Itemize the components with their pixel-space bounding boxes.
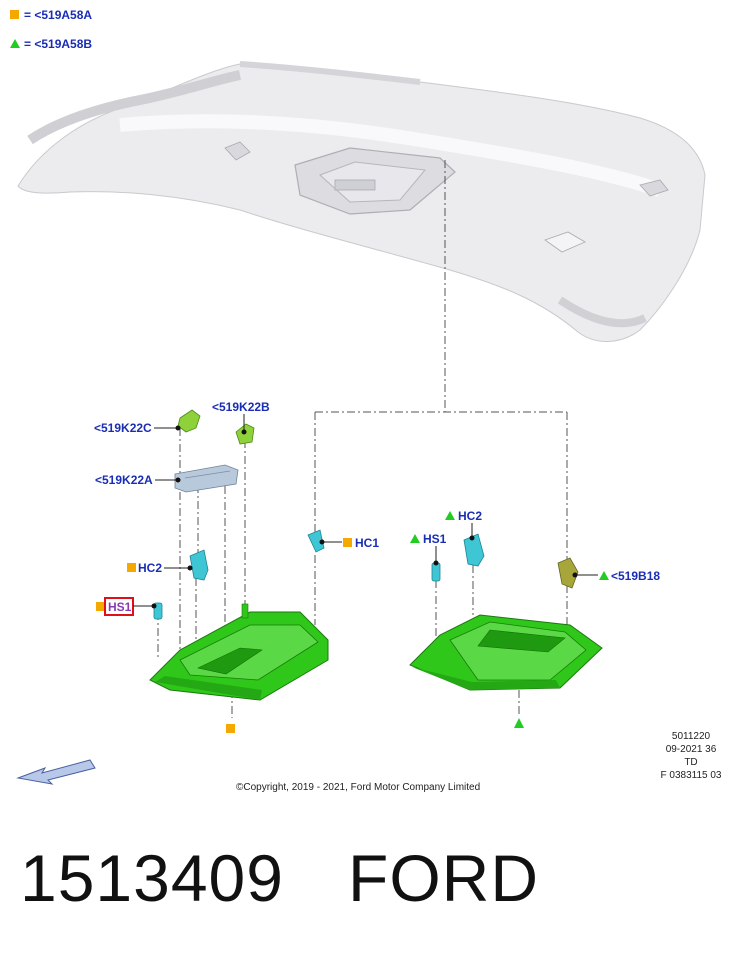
callout-k22a: <519K22A — [95, 473, 181, 487]
clip-519k22c — [177, 409, 201, 433]
front-direction-arrow-icon — [16, 759, 96, 785]
legend-square-marker — [10, 10, 19, 19]
bracket-519b18 — [557, 557, 579, 589]
callout-hc2-left-label: HC2 — [138, 561, 162, 575]
ref-line-2: 09-2021 36 — [665, 744, 717, 755]
bracket-519k22a — [174, 464, 239, 493]
callout-hs1-right: HS1 — [410, 532, 447, 566]
brand-name: FORD — [348, 841, 539, 915]
legend-triangle-marker — [10, 39, 20, 48]
ref-line-4: F 0383115 03 — [660, 770, 722, 781]
callout-b18-label: <519B18 — [611, 569, 660, 583]
square-marker — [127, 563, 136, 572]
square-marker-left-console — [226, 724, 235, 733]
callout-hs1-left: HS1 — [96, 597, 157, 616]
parts-diagram: = <519A58A = <519A58B — [10, 8, 706, 785]
clip-hc2-right — [463, 533, 485, 567]
clip-hc2-left — [189, 549, 209, 581]
screw-hs1-right — [431, 562, 441, 582]
legend-square-label: = <519A58A — [24, 8, 92, 22]
triangle-marker — [445, 511, 455, 520]
callout-k22c: <519K22C — [94, 421, 181, 435]
callout-hs1-right-label: HS1 — [423, 532, 447, 546]
callout-k22c-label: <519K22C — [94, 421, 152, 435]
callout-k22b: <519K22B — [212, 400, 270, 435]
ref-line-3: TD — [684, 757, 698, 768]
ref-line-1: 5011220 — [671, 731, 711, 742]
headliner-illustration — [17, 61, 706, 342]
part-number: 1513409 — [20, 841, 284, 915]
square-marker — [343, 538, 352, 547]
square-marker — [96, 602, 105, 611]
callout-b18: <519B18 — [572, 569, 660, 583]
overhead-console-left — [149, 603, 329, 701]
clip-hc1 — [307, 529, 325, 553]
legend: = <519A58A = <519A58B — [10, 8, 92, 51]
callout-hc2-left: HC2 — [127, 561, 193, 575]
callout-k22b-label: <519K22B — [212, 400, 270, 414]
callout-hc2-right: HC2 — [445, 509, 482, 541]
callout-hc1: HC1 — [319, 536, 379, 550]
callout-hc2-right-label: HC2 — [458, 509, 482, 523]
leader-lines — [157, 160, 568, 718]
triangle-marker-right-console — [514, 718, 524, 728]
reference-block: 5011220 09-2021 36 TD F 0383115 03 — [648, 730, 734, 782]
overhead-console-right — [409, 614, 603, 691]
triangle-marker — [410, 534, 420, 543]
callout-k22a-label: <519K22A — [95, 473, 153, 487]
copyright-notice: ©Copyright, 2019 - 2021, Ford Motor Comp… — [236, 782, 481, 793]
callout-hc1-label: HC1 — [355, 536, 379, 550]
legend-triangle-label: = <519A58B — [24, 37, 92, 51]
triangle-marker — [599, 571, 609, 580]
callout-hs1-left-label: HS1 — [108, 600, 132, 614]
